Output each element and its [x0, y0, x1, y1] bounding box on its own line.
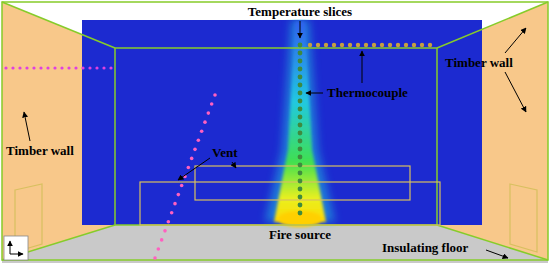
thermocouple-dot	[88, 66, 91, 69]
thermocouple-dot	[213, 93, 217, 97]
vent-outlines	[15, 166, 537, 252]
thermocouple-dot	[298, 139, 303, 144]
thermocouple-dot	[396, 43, 400, 47]
thermocouple-dot	[203, 120, 207, 124]
thermocouple-dot	[60, 66, 63, 69]
thermocouple-dot	[298, 211, 303, 216]
thermocouple-dot	[316, 43, 320, 47]
thermocouple-dot	[187, 166, 191, 170]
thermocouple-dot	[298, 67, 303, 72]
slice-label: Temperature slices	[246, 4, 354, 19]
thermocouple-dot	[190, 157, 194, 161]
insulating-floor	[2, 225, 548, 263]
thermocouple-dot	[298, 115, 303, 120]
thermocouple-dot	[102, 66, 105, 69]
thermocouple-dot	[298, 147, 303, 152]
thermocouple-dot	[380, 43, 384, 47]
thermocouple-dot	[308, 43, 312, 47]
thermocouple-dot	[81, 66, 84, 69]
thermocouple-dot	[412, 43, 416, 47]
thermocouple-dot	[372, 43, 376, 47]
thermocouple-diagonal	[153, 93, 217, 260]
thermocouple-dot	[298, 75, 303, 80]
thermocouple-dot	[32, 66, 35, 69]
thermocouple-dot	[11, 66, 14, 69]
leader-arrows	[24, 21, 526, 258]
thermocouple-dot	[298, 107, 303, 112]
thermocouple-dot	[39, 66, 42, 69]
thermocouple-column	[298, 43, 303, 216]
thermocouple-dot	[153, 256, 157, 260]
thermocouple-dot	[160, 238, 164, 242]
axis-icon	[4, 236, 28, 260]
thermocouple-dot	[298, 59, 303, 64]
thermocouple-dot	[348, 43, 352, 47]
thermocouple-dot	[4, 66, 7, 69]
thermocouple-dot	[170, 211, 174, 215]
thermocouple-dot	[163, 229, 167, 233]
thermocouple-dot	[173, 202, 177, 206]
thermocouple-dot	[356, 43, 360, 47]
thermocouple-dot	[157, 247, 161, 251]
wall-label: Timber wall	[4, 143, 76, 158]
thermocouple-dot	[298, 155, 303, 160]
thermocouple-dot	[167, 220, 171, 224]
thermocouple-dot	[298, 187, 303, 192]
thermocouple-dot	[25, 66, 28, 69]
thermocouple-dot	[298, 131, 303, 136]
thermocouple-dot	[177, 193, 181, 197]
thermocouple-dot	[298, 195, 303, 200]
floor-label: Insulating floor	[380, 240, 470, 255]
thermocouple-dot	[193, 148, 197, 152]
thermocouple-dot	[298, 43, 303, 48]
thermocouple-dot	[298, 179, 303, 184]
thermocouple-dot	[18, 66, 21, 69]
thermocouple-dot	[298, 123, 303, 128]
thermocouple-dot	[200, 129, 204, 133]
thermocouple-dot	[298, 83, 303, 88]
plume-glow	[265, 20, 335, 222]
thermocouple-dot	[404, 43, 408, 47]
thermocouple-dot	[364, 43, 368, 47]
thermocouple-dot	[298, 51, 303, 56]
thermocouple-dot	[298, 91, 303, 96]
thermocouple-dot	[298, 203, 303, 208]
thermocouple-dot	[210, 102, 214, 106]
thermocouple-dot	[197, 138, 201, 142]
thermocouple-dot	[46, 66, 49, 69]
fire-plume	[274, 22, 326, 222]
thermocouple-line	[4, 66, 112, 69]
temperature-slice	[82, 20, 482, 225]
thermocouple-dot	[324, 43, 328, 47]
thermocouple-dot	[298, 99, 303, 104]
fire-label: Fire source	[267, 227, 333, 242]
thermocouple-dot	[207, 111, 211, 115]
thermocouple-dot	[67, 66, 70, 69]
thermocouple-dot	[428, 43, 432, 47]
thermocouple-dot	[180, 184, 184, 188]
thermocouple-dot	[420, 43, 424, 47]
thermocouple-dot	[53, 66, 56, 69]
sensor-label: Thermocouple	[325, 85, 410, 100]
thermocouple-dot	[74, 66, 77, 69]
thermocouple-dot	[298, 171, 303, 176]
thermocouple-dot	[340, 43, 344, 47]
thermocouple-dot	[95, 66, 98, 69]
thermocouple-dot	[298, 163, 303, 168]
room-frame	[2, 2, 548, 260]
thermocouple-dot	[388, 43, 392, 47]
vent-label: Vent	[210, 145, 240, 160]
wall-label: Timber wall	[443, 55, 515, 70]
thermocouple-dot	[109, 66, 112, 69]
thermocouple-dot	[332, 43, 336, 47]
thermocouple-row	[308, 43, 432, 47]
